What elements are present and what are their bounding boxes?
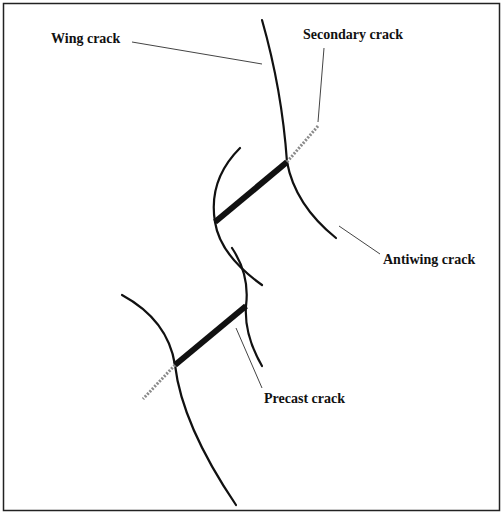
leader-line <box>339 226 380 254</box>
leader-line <box>318 48 324 122</box>
wing-crack-curve <box>262 20 336 238</box>
wing-crack-curve <box>232 248 262 366</box>
crack-label: Secondary crack <box>302 27 404 42</box>
secondary-crack <box>143 365 175 399</box>
leader-line <box>132 42 262 64</box>
precast-crack <box>215 162 287 222</box>
leader-line <box>236 328 262 388</box>
crack-label: Antiwing crack <box>382 252 476 267</box>
crack-label: Wing crack <box>50 31 121 46</box>
secondary-crack <box>287 126 318 162</box>
crack-label: Precast crack <box>263 391 346 406</box>
frame <box>4 4 500 511</box>
precast-crack <box>175 306 246 365</box>
